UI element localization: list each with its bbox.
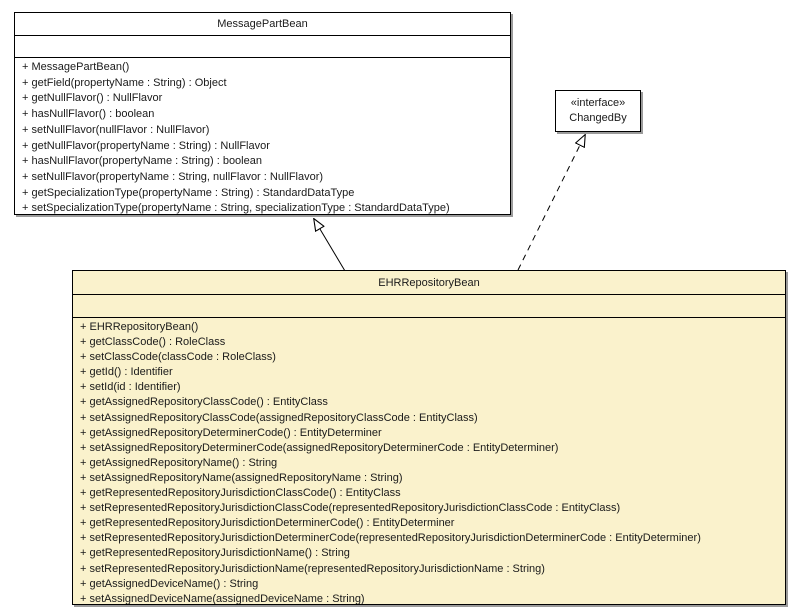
- method-item: + setAssignedRepositoryDeterminerCode(as…: [80, 441, 559, 454]
- method-item: + MessagePartBean(): [22, 61, 130, 73]
- method-item: + hasNullFlavor() : boolean: [22, 108, 155, 121]
- interface-title: ChangedBy: [569, 112, 627, 124]
- realization-arrow: [517, 135, 585, 271]
- interface-stereotype: «interface»: [570, 97, 626, 109]
- method-item: + getAssignedRepositoryName() : String: [80, 456, 278, 469]
- attributes-compartment: [73, 295, 785, 318]
- class-box-messagepartbean: MessagePartBean + MessagePartBean() + get…: [14, 12, 511, 215]
- method-item: + setAssignedRepositoryName(assignedRepo…: [80, 471, 403, 484]
- method-item: + setClassCode(classCode : RoleClass): [80, 351, 276, 364]
- methods-compartment: + MessagePartBean() + getField(propertyNa…: [15, 58, 510, 214]
- method-item: + EHRRepositoryBean(): [80, 321, 199, 333]
- method-item: + getAssignedRepositoryClassCode() : Ent…: [80, 396, 328, 409]
- method-item: + setNullFlavor(nullFlavor : NullFlavor): [22, 123, 210, 136]
- method-item: + getAssignedDeviceName() : String: [80, 577, 259, 590]
- method-item: + getField(propertyName : String) : Obje…: [22, 76, 227, 89]
- method-item: + setId(id : Identifier): [80, 381, 181, 394]
- method-item: + setAssignedDeviceName(assignedDeviceNa…: [80, 592, 365, 604]
- method-item: + hasNullFlavor(propertyName : String) :…: [22, 155, 262, 168]
- methods-compartment: + EHRRepositoryBean() + getClassCode() : …: [73, 318, 785, 604]
- method-item: + getRepresentedRepositoryJurisdictionNa…: [80, 547, 350, 560]
- attributes-compartment: [15, 36, 510, 58]
- method-item: + getRepresentedRepositoryJurisdictionDe…: [80, 517, 455, 530]
- method-item: + getNullFlavor(propertyName : String) :…: [22, 139, 270, 152]
- method-item: + getRepresentedRepositoryJurisdictionCl…: [80, 487, 401, 500]
- class-title: MessagePartBean: [15, 13, 510, 36]
- method-item: + getAssignedRepositoryDeterminerCode() …: [80, 426, 382, 439]
- method-item: + getId() : Identifier: [80, 366, 173, 379]
- method-item: + setNullFlavor(propertyName : String, n…: [22, 170, 324, 183]
- method-item: + getNullFlavor() : NullFlavor: [22, 92, 163, 105]
- method-item: + setRepresentedRepositoryJurisdictionNa…: [80, 562, 545, 575]
- interface-box-changedby: «interface» ChangedBy: [555, 90, 641, 132]
- class-title: EHRRepositoryBean: [73, 271, 785, 295]
- method-item: + setRepresentedRepositoryJurisdictionDe…: [80, 532, 701, 545]
- generalization-arrow: [314, 219, 346, 272]
- method-item: + getClassCode() : RoleClass: [80, 336, 226, 349]
- method-item: + setRepresentedRepositoryJurisdictionCl…: [80, 502, 621, 515]
- method-item: + getSpecializationType(propertyName : S…: [22, 186, 355, 199]
- method-item: + setSpecializationType(propertyName : S…: [22, 202, 450, 214]
- class-box-ehrrepositorybean: EHRRepositoryBean + EHRRepositoryBean()+…: [72, 270, 786, 605]
- method-item: + setAssignedRepositoryClassCode(assigne…: [80, 411, 478, 424]
